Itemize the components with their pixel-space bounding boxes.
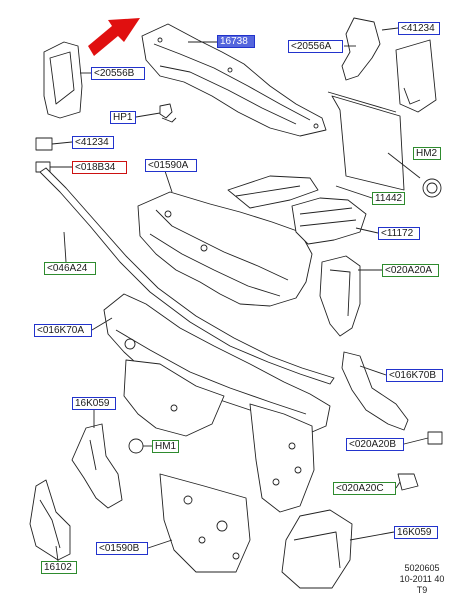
callout-16k059-top[interactable]: 16K059 (72, 397, 116, 410)
right-upper-bracket (341, 17, 381, 81)
lower-bracket-01590b (159, 473, 251, 573)
callout-16k059-bottom[interactable]: 16K059 (394, 526, 438, 539)
upper-dash-panel (137, 191, 313, 307)
callout-016k70a[interactable]: <016K70A (34, 324, 92, 337)
side-bracket-016k70b (341, 351, 409, 431)
footer-line-1: 5020605 (404, 563, 440, 573)
center-support (249, 403, 315, 513)
block-020a20b (427, 431, 443, 445)
footer-code: 5020605 10-2011 40 T9 (396, 563, 448, 596)
dash-insulator (141, 23, 327, 137)
clip-hp1 (159, 103, 173, 119)
side-bracket-020a20a (319, 255, 361, 337)
seal-strip (39, 167, 335, 385)
grommet-hm2 (422, 178, 442, 198)
callout-018b34[interactable]: <018B34 (72, 161, 127, 174)
grommet-hm1 (128, 438, 144, 454)
footer-line-3: T9 (416, 585, 428, 595)
callout-016k70b[interactable]: <016K70B (386, 369, 443, 382)
callout-hm2[interactable]: HM2 (413, 147, 441, 160)
block-020a20c (397, 473, 419, 491)
pad-41234 (35, 137, 53, 151)
callout-11172[interactable]: <11172 (378, 227, 420, 240)
cowl-bracket (227, 175, 319, 209)
callout-20556b[interactable]: <20556B (91, 67, 145, 80)
dash-pad (331, 95, 405, 191)
callout-01590b[interactable]: <01590B (96, 542, 148, 555)
callout-41234-top[interactable]: <41234 (398, 22, 440, 35)
bracket-16k059-right (281, 509, 353, 589)
callout-hm1[interactable]: HM1 (152, 440, 179, 453)
callout-hp1[interactable]: HP1 (110, 111, 136, 124)
callout-16102[interactable]: 16102 (41, 561, 77, 574)
footer-line-2: 10-2011 40 (399, 574, 445, 584)
callout-046a24[interactable]: <046A24 (44, 262, 96, 275)
pointer-arrow (88, 18, 140, 56)
callout-020a20c[interactable]: <020A20C (333, 482, 396, 495)
callout-020a20a[interactable]: <020A20A (382, 264, 439, 277)
cowl-cross-member (291, 197, 367, 245)
callout-11442[interactable]: 11442 (372, 192, 405, 205)
left-side-panel (43, 41, 83, 119)
callout-01590a[interactable]: <01590A (145, 159, 197, 172)
callout-020a20b[interactable]: <020A20B (346, 438, 404, 451)
callout-41234-left[interactable]: <41234 (72, 136, 114, 149)
bracket-16k059-left (71, 423, 123, 509)
panel-16102 (29, 479, 71, 561)
callout-16738[interactable]: 16738 (217, 35, 255, 48)
callout-20556a[interactable]: <20556A (288, 40, 343, 53)
